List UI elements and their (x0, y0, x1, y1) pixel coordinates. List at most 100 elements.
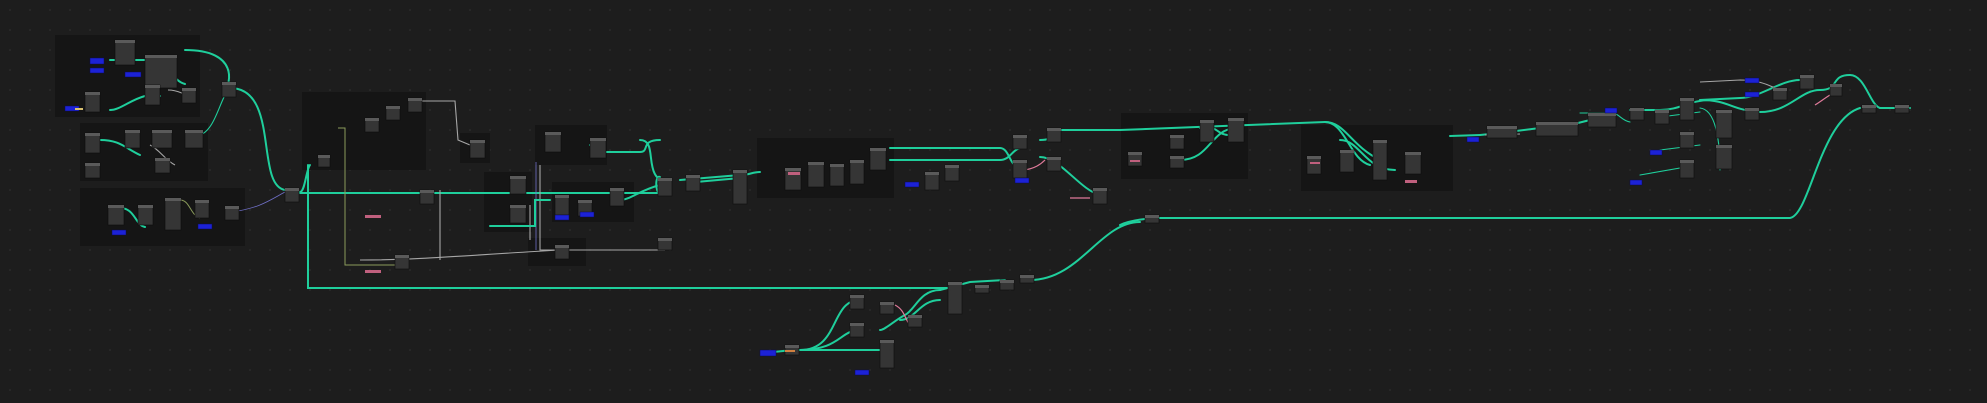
node[interactable] (84, 91, 101, 113)
node[interactable] (1894, 104, 1910, 114)
node[interactable] (1199, 119, 1215, 143)
node[interactable] (1339, 149, 1355, 173)
wire (1324, 121, 1381, 161)
node[interactable] (144, 54, 178, 89)
node[interactable] (924, 171, 940, 191)
node[interactable] (1404, 151, 1422, 175)
node[interactable] (1306, 155, 1322, 175)
node[interactable] (544, 131, 562, 153)
node[interactable] (999, 279, 1015, 291)
node[interactable] (194, 199, 210, 219)
node[interactable] (1169, 134, 1185, 150)
node[interactable] (1679, 159, 1695, 179)
node[interactable] (1629, 107, 1645, 121)
node[interactable] (732, 169, 748, 205)
node[interactable] (407, 97, 423, 113)
node[interactable] (1372, 139, 1388, 181)
node[interactable] (1744, 107, 1760, 121)
node[interactable] (947, 281, 963, 315)
node[interactable] (879, 301, 895, 315)
node[interactable] (509, 204, 527, 224)
node[interactable] (181, 87, 197, 104)
node[interactable] (151, 129, 173, 149)
node[interactable] (1092, 187, 1108, 205)
node[interactable] (509, 175, 527, 195)
node[interactable] (114, 39, 136, 66)
node[interactable] (1829, 83, 1843, 97)
chip (1310, 162, 1320, 164)
node[interactable] (1144, 214, 1160, 224)
node[interactable] (554, 244, 570, 260)
input-node (111, 229, 127, 236)
node[interactable] (84, 132, 101, 154)
node[interactable] (609, 187, 625, 207)
node[interactable] (849, 159, 865, 185)
nodes[interactable] (84, 39, 1910, 369)
input-node (854, 369, 870, 376)
input-node (1744, 77, 1760, 84)
node[interactable] (1587, 112, 1617, 128)
node[interactable] (154, 157, 171, 174)
node[interactable] (419, 189, 435, 205)
node[interactable] (1715, 109, 1733, 139)
node[interactable] (144, 84, 161, 106)
node[interactable] (685, 174, 701, 192)
wire (1699, 79, 1801, 101)
node[interactable] (849, 294, 865, 310)
node[interactable] (364, 117, 380, 133)
node[interactable] (1772, 87, 1788, 101)
wire (1029, 221, 1141, 281)
node[interactable] (657, 177, 673, 197)
node[interactable] (1679, 131, 1695, 149)
input-node (1014, 177, 1030, 184)
node[interactable] (284, 187, 300, 203)
node[interactable] (385, 105, 401, 121)
node[interactable] (829, 163, 845, 187)
node[interactable] (164, 197, 182, 231)
node[interactable] (1679, 97, 1695, 121)
node[interactable] (317, 154, 331, 168)
node[interactable] (944, 164, 960, 182)
node[interactable] (1861, 104, 1877, 114)
node[interactable] (974, 284, 990, 294)
input-node (1629, 179, 1643, 186)
node[interactable] (84, 162, 101, 179)
node[interactable] (784, 167, 802, 191)
node[interactable] (124, 129, 141, 149)
chip (788, 172, 800, 175)
node[interactable] (1227, 117, 1245, 143)
frame-group-center-left[interactable] (302, 92, 634, 266)
node[interactable] (657, 237, 673, 251)
node[interactable] (1127, 151, 1143, 167)
node[interactable] (1019, 274, 1035, 284)
node[interactable] (1046, 127, 1062, 143)
node[interactable] (1799, 74, 1815, 90)
node[interactable] (1012, 134, 1028, 150)
wire (695, 177, 741, 183)
node[interactable] (554, 194, 570, 216)
node[interactable] (224, 205, 240, 221)
node[interactable] (469, 139, 486, 159)
node[interactable] (589, 137, 607, 159)
node[interactable] (394, 254, 410, 270)
node[interactable] (184, 129, 204, 149)
node[interactable] (137, 204, 154, 226)
node[interactable] (1169, 155, 1185, 169)
node[interactable] (807, 161, 825, 188)
node[interactable] (221, 81, 237, 98)
node[interactable] (1715, 144, 1733, 170)
node[interactable] (1654, 109, 1670, 125)
node[interactable] (107, 204, 125, 226)
node[interactable] (1012, 159, 1028, 179)
node[interactable] (869, 147, 887, 171)
node[interactable] (907, 314, 923, 328)
node[interactable] (1535, 121, 1579, 137)
node[interactable] (879, 339, 895, 369)
node[interactable] (849, 322, 865, 338)
node[interactable] (1046, 156, 1062, 172)
node[interactable] (1486, 125, 1518, 139)
wire (1849, 74, 1881, 109)
input-nodes[interactable] (64, 57, 1760, 376)
